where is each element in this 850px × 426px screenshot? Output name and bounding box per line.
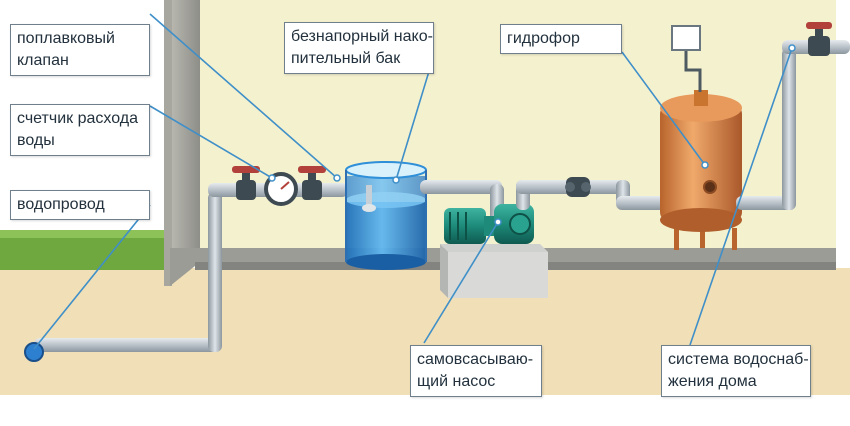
label-line: система водоснаб- [668,351,809,368]
valve-icon [806,22,832,56]
label-line: водопровод [17,196,105,213]
label-hydrophore: гидрофор [500,24,622,54]
label-float-valve: поплавковый клапан [10,24,150,76]
floor-slab [170,248,836,286]
label-line: гидрофор [507,30,580,47]
label-line: щий насос [417,373,496,390]
label-line: клапан [17,52,69,69]
bottom-margin [0,395,850,426]
wall-edge [170,0,200,262]
label-line: безнапорный нако- [291,28,433,45]
pump [444,204,534,244]
hydrophore-tank [660,90,742,250]
label-house-supply: система водоснаб- жения дома [661,345,811,397]
water-main-pipe [34,338,218,352]
label-pump: самовсасываю- щий насос [410,345,542,397]
meter-gauge-icon [264,172,298,206]
valve-icon [232,166,260,200]
pipe-inlet [24,342,44,362]
label-storage-tank: безнапорный нако- пительный бак [284,22,434,74]
storage-tank [345,161,427,270]
label-water-main: водопровод [10,190,150,220]
valve-icon [298,166,326,200]
label-line: самовсасываю- [417,351,534,368]
label-water-meter: счетчик расхода воды [10,104,150,156]
valve-icon [565,177,591,197]
label-line: воды [17,132,55,149]
riser-pipe [208,192,222,352]
label-line: счетчик расхода [17,110,138,127]
pressure-switch-icon [671,25,702,92]
label-line: жения дома [668,373,757,390]
label-line: пительный бак [291,50,401,67]
label-line: поплавковый [17,30,115,47]
leader-lines [33,13,793,350]
pump-base [448,252,548,298]
